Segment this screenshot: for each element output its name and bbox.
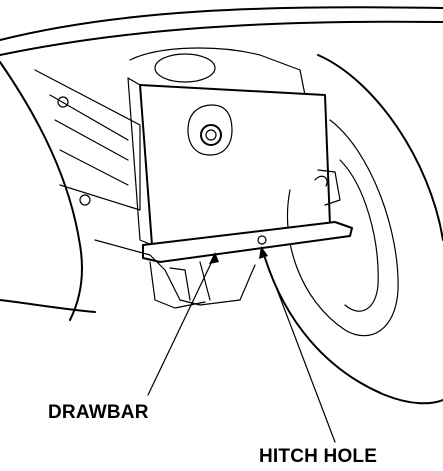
right-wheel-rim-inner	[339, 159, 379, 312]
hitch-hole-label: HITCH HOLE	[259, 446, 378, 467]
upper-housing	[129, 47, 311, 121]
lower-link	[169, 261, 211, 301]
drawbar-shape	[142, 221, 353, 263]
hitch-hole-arrowhead	[259, 246, 268, 259]
right-tire-outer	[317, 54, 443, 241]
hitch-hole-leader-line	[261, 249, 336, 443]
right-bracket	[317, 169, 341, 206]
hitch-plate	[139, 84, 331, 246]
left-tire-bottom	[0, 299, 96, 313]
left-frame-rail-1	[34, 69, 141, 211]
left-frame-rail-2	[49, 94, 129, 186]
bolt-left-upper	[57, 96, 69, 108]
drawbar-arrowhead	[209, 252, 219, 264]
right-clip	[314, 175, 328, 187]
plate-boss	[187, 104, 233, 156]
drawbar-leader-line	[147, 254, 216, 396]
lower-housing	[94, 239, 256, 306]
bolt-left-lower	[79, 194, 91, 206]
drawbar-label: DRAWBAR	[48, 402, 149, 423]
lower-housing-bottom	[149, 261, 206, 309]
right-wheel-rim	[286, 119, 399, 337]
fender-top-edge	[0, 6, 443, 41]
plate-knob	[200, 124, 222, 146]
upper-pulley	[154, 53, 216, 83]
hitch-hole-mark	[257, 235, 267, 245]
left-tire-outline	[0, 61, 83, 321]
fender-top-inner	[0, 20, 443, 56]
right-tire-tread	[264, 257, 443, 405]
plate-knob-center	[205, 129, 217, 141]
